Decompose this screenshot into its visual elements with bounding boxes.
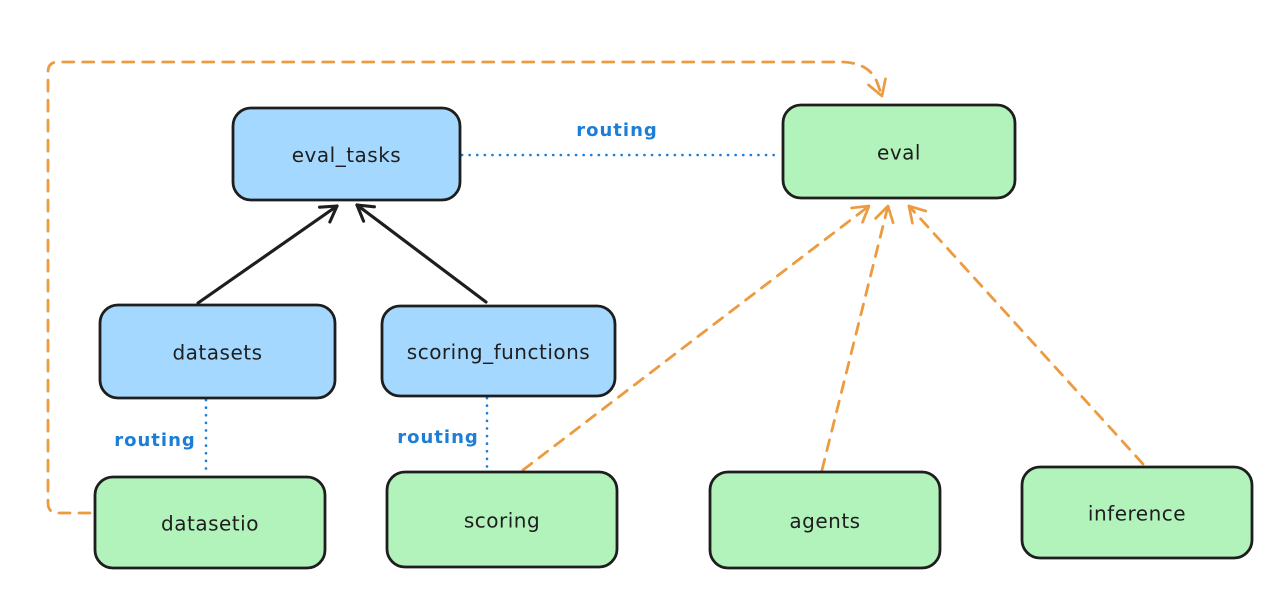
edge-agents-to-eval bbox=[820, 204, 895, 472]
node-eval: eval bbox=[781, 103, 1017, 200]
node-box-inference bbox=[1020, 465, 1254, 560]
edge-label-routing-eval_tasks-eval: routing bbox=[576, 120, 658, 141]
edge-scoring_functions-to-eval_tasks bbox=[355, 203, 488, 304]
nodes-layer: eval_tasks eval datasets scoring_functionsd… bbox=[93, 103, 1254, 570]
node-label-datasets: datasets bbox=[172, 341, 262, 365]
node-label-datasetio: datasetio bbox=[161, 512, 259, 536]
edge-datasetio-to-eval bbox=[46, 60, 887, 515]
node-label-agents: agents bbox=[789, 509, 860, 533]
edge-inference-to-eval bbox=[907, 204, 1145, 466]
node-box-datasetio bbox=[93, 475, 327, 570]
node-box-eval_tasks bbox=[231, 106, 462, 202]
node-label-scoring: scoring bbox=[464, 509, 540, 533]
node-box-agents bbox=[708, 470, 942, 570]
node-scoring: scoring bbox=[385, 470, 619, 569]
node-box-scoring_functions bbox=[380, 304, 617, 398]
node-box-datasets bbox=[98, 303, 337, 400]
edge-label-routing-datasets-datasetio: routing bbox=[114, 430, 196, 451]
node-box-eval bbox=[781, 103, 1017, 200]
edge-scoring-to-eval bbox=[521, 204, 871, 472]
node-label-inference: inference bbox=[1088, 502, 1186, 526]
node-label-eval_tasks: eval_tasks bbox=[292, 143, 401, 167]
node-datasetio: datasetio bbox=[93, 475, 327, 570]
node-label-scoring_functions: scoring_functions bbox=[407, 340, 590, 364]
node-label-eval: eval bbox=[877, 141, 921, 165]
node-datasets: datasets bbox=[98, 303, 337, 400]
edge-datasets-to-eval_tasks bbox=[196, 204, 339, 305]
node-inference: inference bbox=[1020, 465, 1254, 560]
node-eval_tasks: eval_tasks bbox=[231, 106, 462, 202]
node-scoring_functions: scoring_functions bbox=[380, 304, 617, 398]
node-box-scoring bbox=[385, 470, 619, 569]
node-agents: agents bbox=[708, 470, 942, 570]
edges-layer bbox=[46, 60, 1145, 515]
edge-label-routing-scoring_functions-scoring: routing bbox=[397, 427, 479, 448]
